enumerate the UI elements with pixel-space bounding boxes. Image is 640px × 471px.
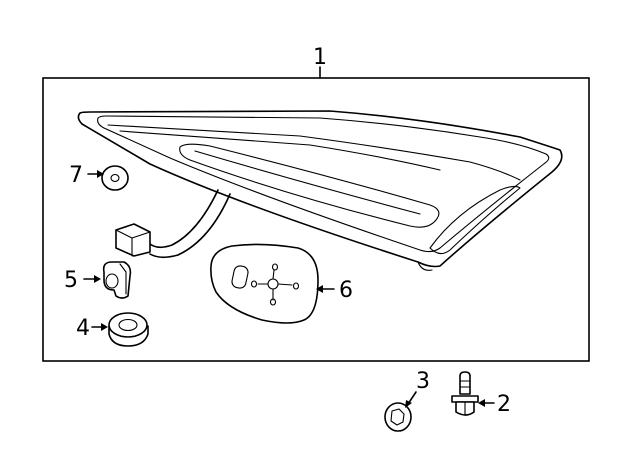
callout-5-arrow (83, 275, 101, 283)
callout-3-label: 3 (416, 369, 430, 394)
callout-6-arrow (316, 285, 335, 293)
assembly-frame (42, 77, 590, 362)
plug-icon (101, 165, 129, 191)
callout-7-arrow (87, 170, 104, 178)
bulb-socket-icon (102, 261, 132, 299)
gasket-icon (210, 243, 319, 324)
callout-6-label: 6 (339, 278, 353, 303)
callout-2-arrow (478, 399, 495, 407)
callout-7-label: 7 (69, 163, 83, 188)
callout-2-label: 2 (497, 392, 511, 417)
callout-5-label: 5 (64, 268, 78, 293)
tail-lamp-assembly-icon (77, 110, 563, 271)
nut-icon (384, 402, 412, 432)
callout-3-arrow (405, 391, 417, 408)
bolt-icon (451, 371, 479, 416)
callout-4-arrow (91, 323, 108, 331)
grommet-icon (108, 312, 149, 347)
callout-4-label: 4 (76, 316, 90, 341)
callout-1-label: 1 (313, 45, 327, 70)
